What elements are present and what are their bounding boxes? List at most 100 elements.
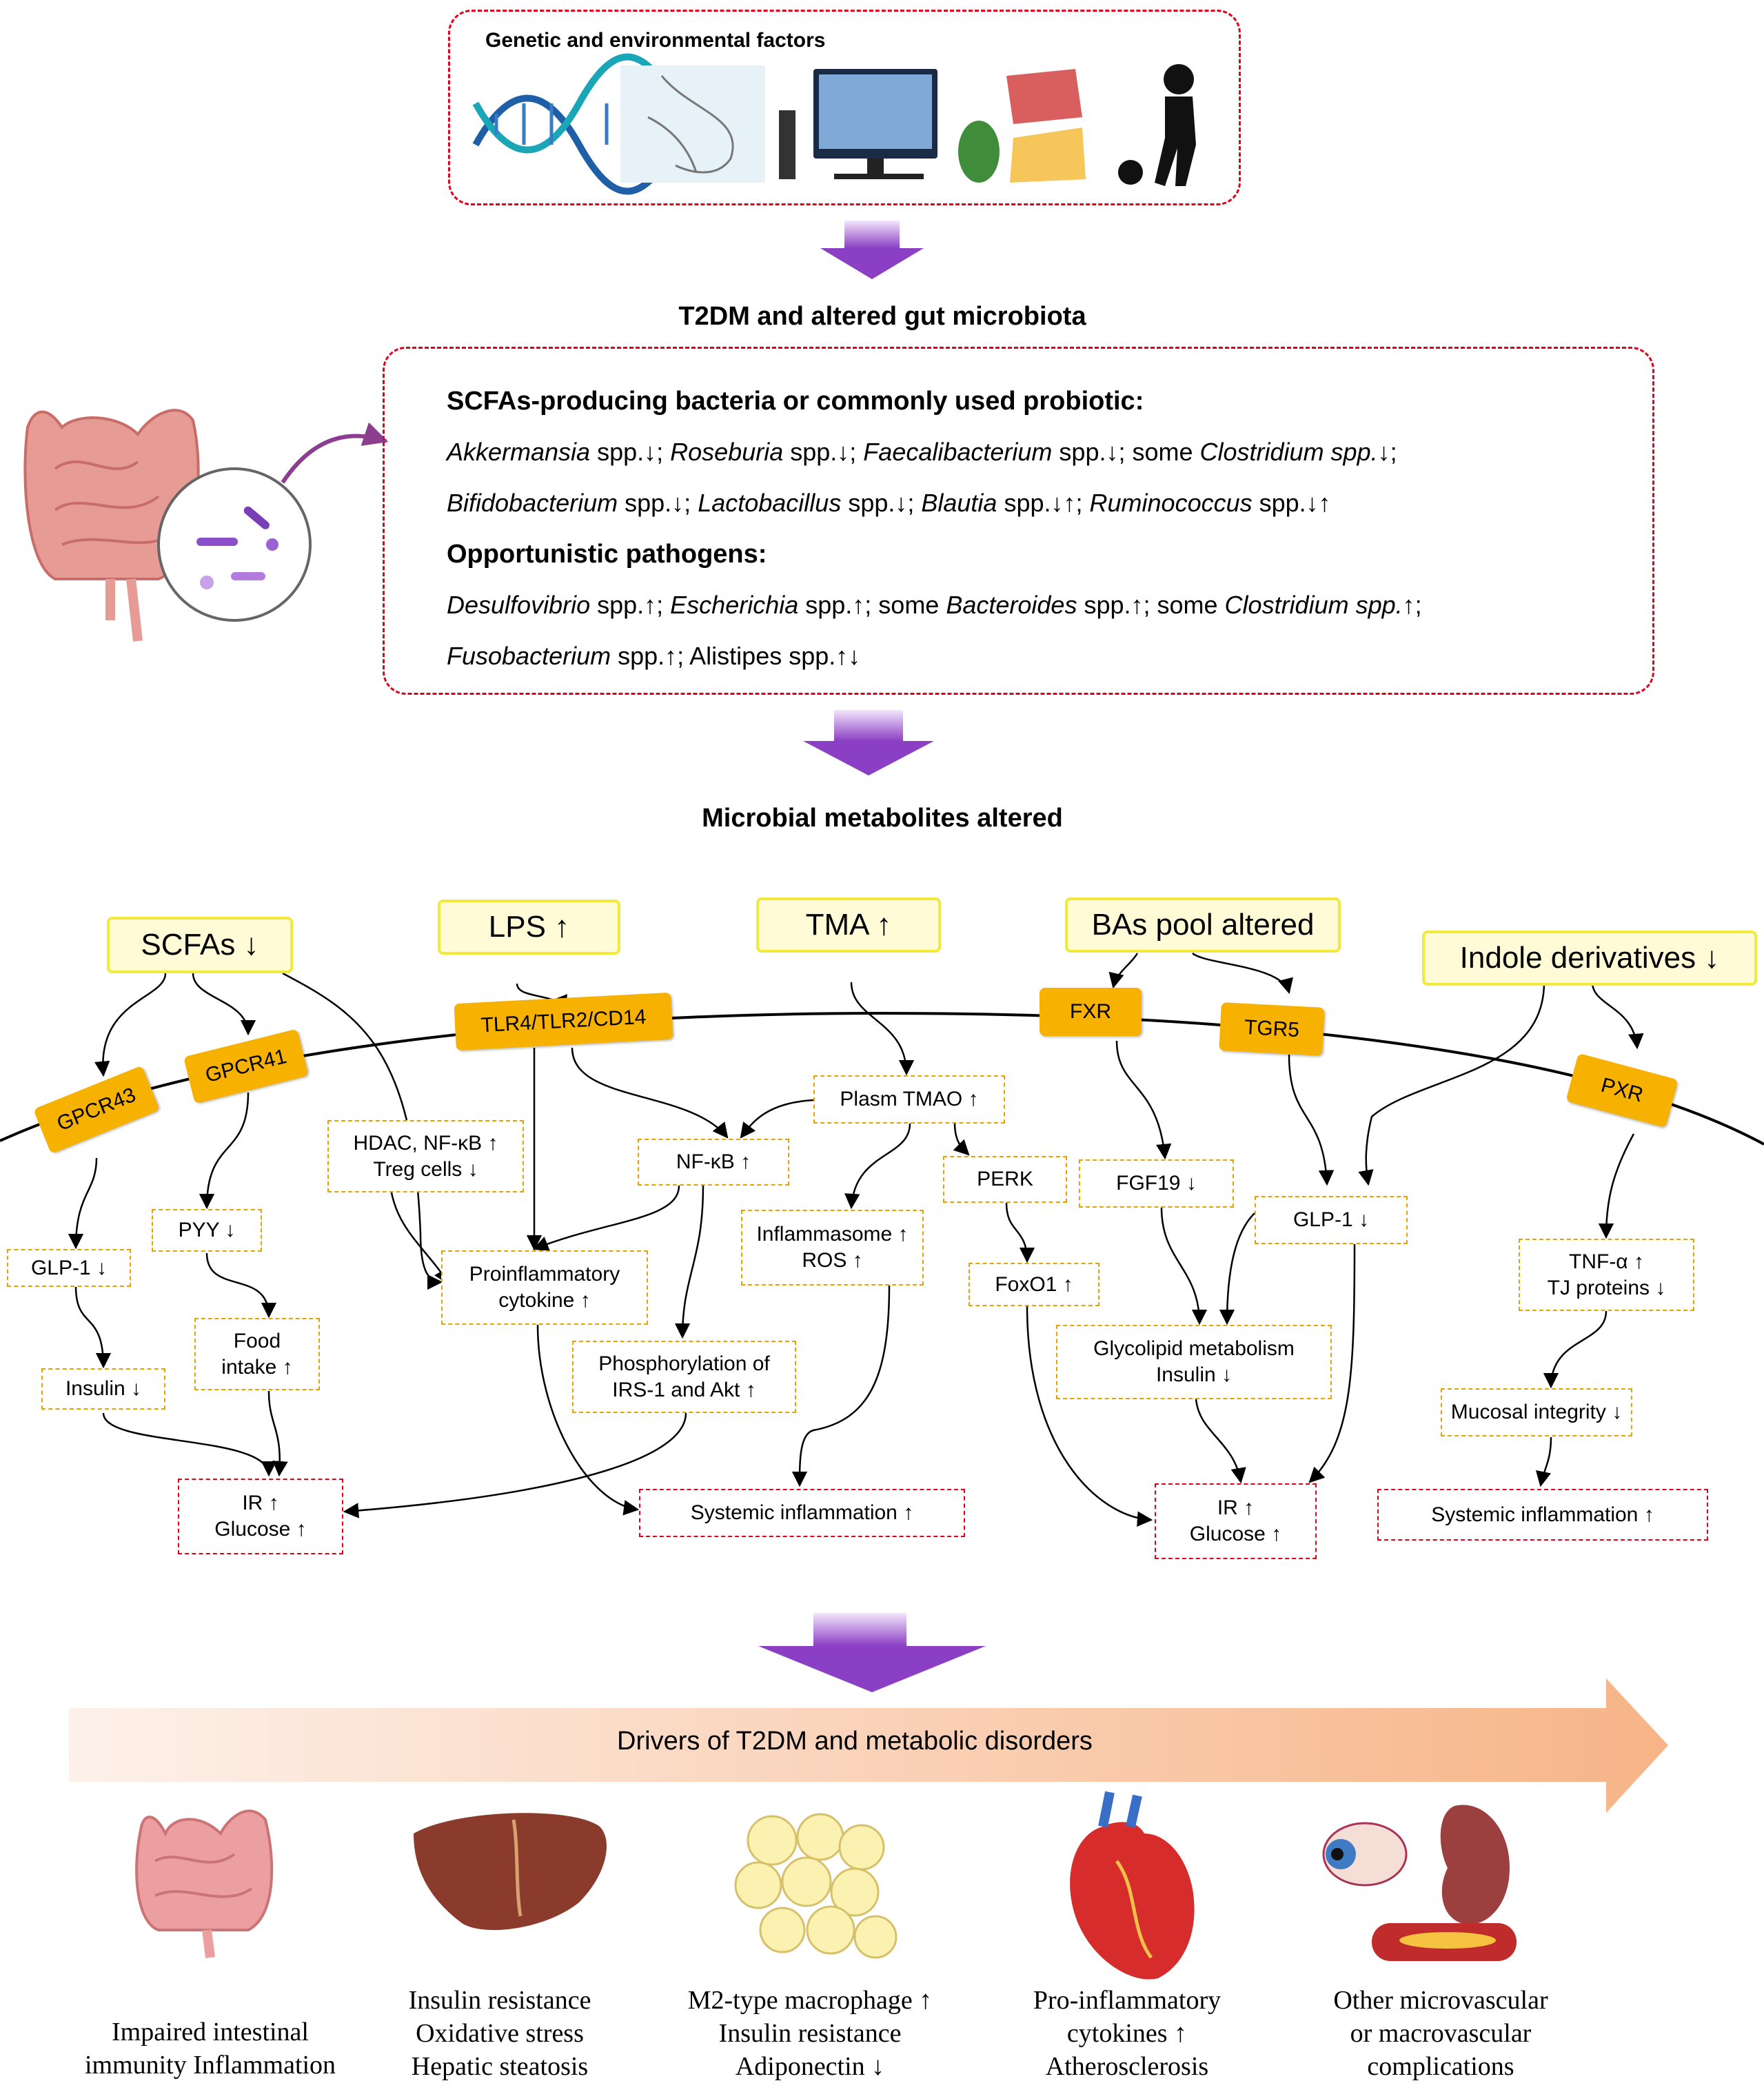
- driver-4-line-1: Pro-inflammatory: [1033, 1986, 1221, 2015]
- bacteria-text-3: spp.↓;: [783, 438, 864, 466]
- bacteria-text-5: spp.↑; some: [1077, 591, 1225, 619]
- node-perk: PERK: [943, 1156, 1067, 1203]
- node-phosphorylation: Phosphorylation of IRS-1 and Akt ↑: [572, 1341, 796, 1413]
- ir-right-line-2: Glucose ↑: [1189, 1523, 1282, 1545]
- ir-right-line-1: IR ↑: [1217, 1496, 1255, 1519]
- bacteria-name-6: Ruminococcus: [1089, 489, 1253, 517]
- driver-label-heart: Pro-inflammatory cytokines ↑ Atheroscler…: [989, 1984, 1265, 2083]
- hdac-line-1: HDAC, NF-κB ↑: [353, 1131, 498, 1155]
- food-icon: [958, 69, 1086, 183]
- factors-box: [448, 10, 1241, 205]
- node-fgf19: FGF19 ↓: [1079, 1159, 1234, 1208]
- bacteria-text-5: spp.↓↑;: [997, 489, 1090, 517]
- bacteria-name-4: Faecalibacterium: [863, 438, 1053, 466]
- child-playing-icon: [1118, 64, 1196, 186]
- flow-arrow-3: [758, 1613, 986, 1692]
- receptor-fxr: FXR: [1040, 988, 1142, 1036]
- proinflam-line-1: Proinflammatory: [469, 1263, 620, 1286]
- driver-label-intestinal: Impaired intestinal immunity Inflammatio…: [55, 2015, 365, 2082]
- drivers-banner-arrow: [69, 1678, 1668, 1813]
- outcome-systemic-mid: Systemic inflammation ↑: [639, 1489, 965, 1537]
- bacteria-text-3: spp.↓;: [841, 489, 922, 517]
- receptor-tgr5: TGR5: [1219, 1002, 1325, 1056]
- glycolipid-line-1: Glycolipid metabolism: [1093, 1337, 1295, 1360]
- bacteria-text-7: spp.↓↑: [1252, 489, 1331, 517]
- bacteria-name-2: Escherichia: [670, 591, 799, 619]
- adipocytes-icon: [734, 1813, 898, 1959]
- pregnancy-icon: [620, 65, 765, 183]
- node-mucosal: Mucosal integrity ↓: [1441, 1388, 1632, 1436]
- bacteria-line-4: Fusobacterium spp.↑; Alistipes spp.↑↓: [447, 631, 1422, 682]
- driver-1-line-2: immunity Inflammation: [84, 2051, 336, 2080]
- driver-3-line-2: Insulin resistance: [718, 2019, 902, 2048]
- node-insulin-left: Insulin ↓: [41, 1368, 165, 1410]
- section2-title: Microbial metabolites altered: [702, 804, 1063, 833]
- bacteria-name-0: Akkermansia: [447, 438, 591, 466]
- bacteria-text-5: spp.↓; some: [1052, 438, 1200, 466]
- bacteria-text-3: spp.↑; some: [798, 591, 946, 619]
- bacteria-name-2: Roseburia: [670, 438, 784, 466]
- node-foxo1: FoxO1 ↑: [969, 1263, 1099, 1306]
- pathogens-title: Opportunistic pathogens:: [447, 540, 767, 569]
- intestine-magnifier-icon: [23, 409, 389, 642]
- driver-4-line-2: cytokines ↑: [1066, 2019, 1188, 2048]
- metabolite-tma: TMA ↑: [756, 897, 941, 953]
- bacteria-name-6: Clostridium spp.: [1199, 438, 1378, 466]
- bacteria-line-1: Akkermansia spp.↓; Roseburia spp.↓; Faec…: [447, 427, 1422, 478]
- tnf-line-1: TNF-α ↑: [1569, 1250, 1644, 1273]
- outcome-ir-left: IR ↑ Glucose ↑: [178, 1479, 343, 1554]
- driver-label-adipose: M2-type macrophage ↑ Insulin resistance …: [655, 1984, 965, 2083]
- driver-label-liver: Insulin resistance Oxidative stress Hepa…: [362, 1984, 638, 2083]
- node-tnf: TNF-α ↑ TJ proteins ↓: [1519, 1239, 1694, 1311]
- phospho-line-1: Phosphorylation of: [598, 1352, 770, 1375]
- inflammasome-line-2: ROS ↑: [802, 1249, 863, 1272]
- bacteria-name-4: Bacteroides: [946, 591, 1077, 619]
- node-pyy: PYY ↓: [152, 1209, 262, 1252]
- driver-2-line-1: Insulin resistance: [408, 1986, 591, 2015]
- outcome-ir-right: IR ↑ Glucose ↑: [1155, 1483, 1317, 1559]
- outcome-systemic-right: Systemic inflammation ↑: [1377, 1489, 1708, 1541]
- bacteria-name-0: Desulfovibrio: [447, 591, 591, 619]
- liver-icon: [414, 1813, 607, 1930]
- node-proinflammatory: Proinflammatory cytokine ↑: [441, 1250, 648, 1325]
- flow-arrow-1: [820, 221, 924, 279]
- node-tmao: Plasm TMAO ↑: [813, 1075, 1005, 1124]
- computer-icon: [779, 69, 937, 179]
- bacteria-name-2: Lactobacillus: [698, 489, 842, 517]
- bacteria-line-2: Bifidobacterium spp.↓; Lactobacillus spp…: [447, 478, 1422, 529]
- driver-5-line-2: or macrovascular: [1350, 2019, 1532, 2048]
- ir-left-line-1: IR ↑: [242, 1492, 279, 1514]
- metabolite-scfas: SCFAs ↓: [107, 917, 293, 973]
- ir-left-line-2: Glucose ↑: [214, 1518, 307, 1541]
- intestine-icon: [135, 1809, 274, 1958]
- node-inflammasome: Inflammasome ↑ ROS ↑: [741, 1210, 924, 1286]
- bacteria-name-0: Fusobacterium: [447, 642, 611, 670]
- eye-kidney-vessel-icon: [1322, 1805, 1517, 1961]
- bacteria-name-4: Blautia: [921, 489, 997, 517]
- node-glp1-left: GLP-1 ↓: [7, 1249, 131, 1287]
- bacteria-name-6: Clostridium spp.: [1224, 591, 1403, 619]
- drivers-title: Drivers of T2DM and metabolic disorders: [617, 1727, 1093, 1756]
- factors-title: Genetic and environmental factors: [485, 29, 826, 52]
- inflammasome-line-1: Inflammasome ↑: [756, 1223, 909, 1246]
- section1-title: T2DM and altered gut microbiota: [678, 302, 1086, 331]
- metabolite-lps: LPS ↑: [438, 900, 620, 955]
- flow-arrow-2: [803, 710, 934, 775]
- phospho-line-2: IRS-1 and Akt ↑: [612, 1378, 756, 1401]
- glycolipid-line-2: Insulin ↓: [1155, 1363, 1233, 1386]
- driver-5-line-1: Other microvascular: [1333, 1986, 1548, 2015]
- driver-3-line-1: M2-type macrophage ↑: [687, 1986, 933, 2015]
- metabolite-bas: BAs pool altered: [1065, 897, 1341, 953]
- beneficial-bacteria-title: SCFAs-producing bacteria or commonly use…: [447, 387, 1144, 416]
- proinflam-line-2: cytokine ↑: [498, 1289, 591, 1312]
- driver-2-line-2: Oxidative stress: [416, 2019, 584, 2048]
- tnf-line-2: TJ proteins ↓: [1547, 1276, 1666, 1299]
- node-glp1-right: GLP-1 ↓: [1255, 1196, 1408, 1244]
- metabolite-indole: Indole derivatives ↓: [1422, 931, 1757, 986]
- bacteria-text-7: ↑;: [1402, 591, 1422, 619]
- bacteria-text-1: spp.↑; Alistipes spp.↑↓: [611, 642, 861, 670]
- bacteria-line-3: Desulfovibrio spp.↑; Escherichia spp.↑; …: [447, 580, 1422, 631]
- bacteria-text-1: spp.↑;: [590, 591, 671, 619]
